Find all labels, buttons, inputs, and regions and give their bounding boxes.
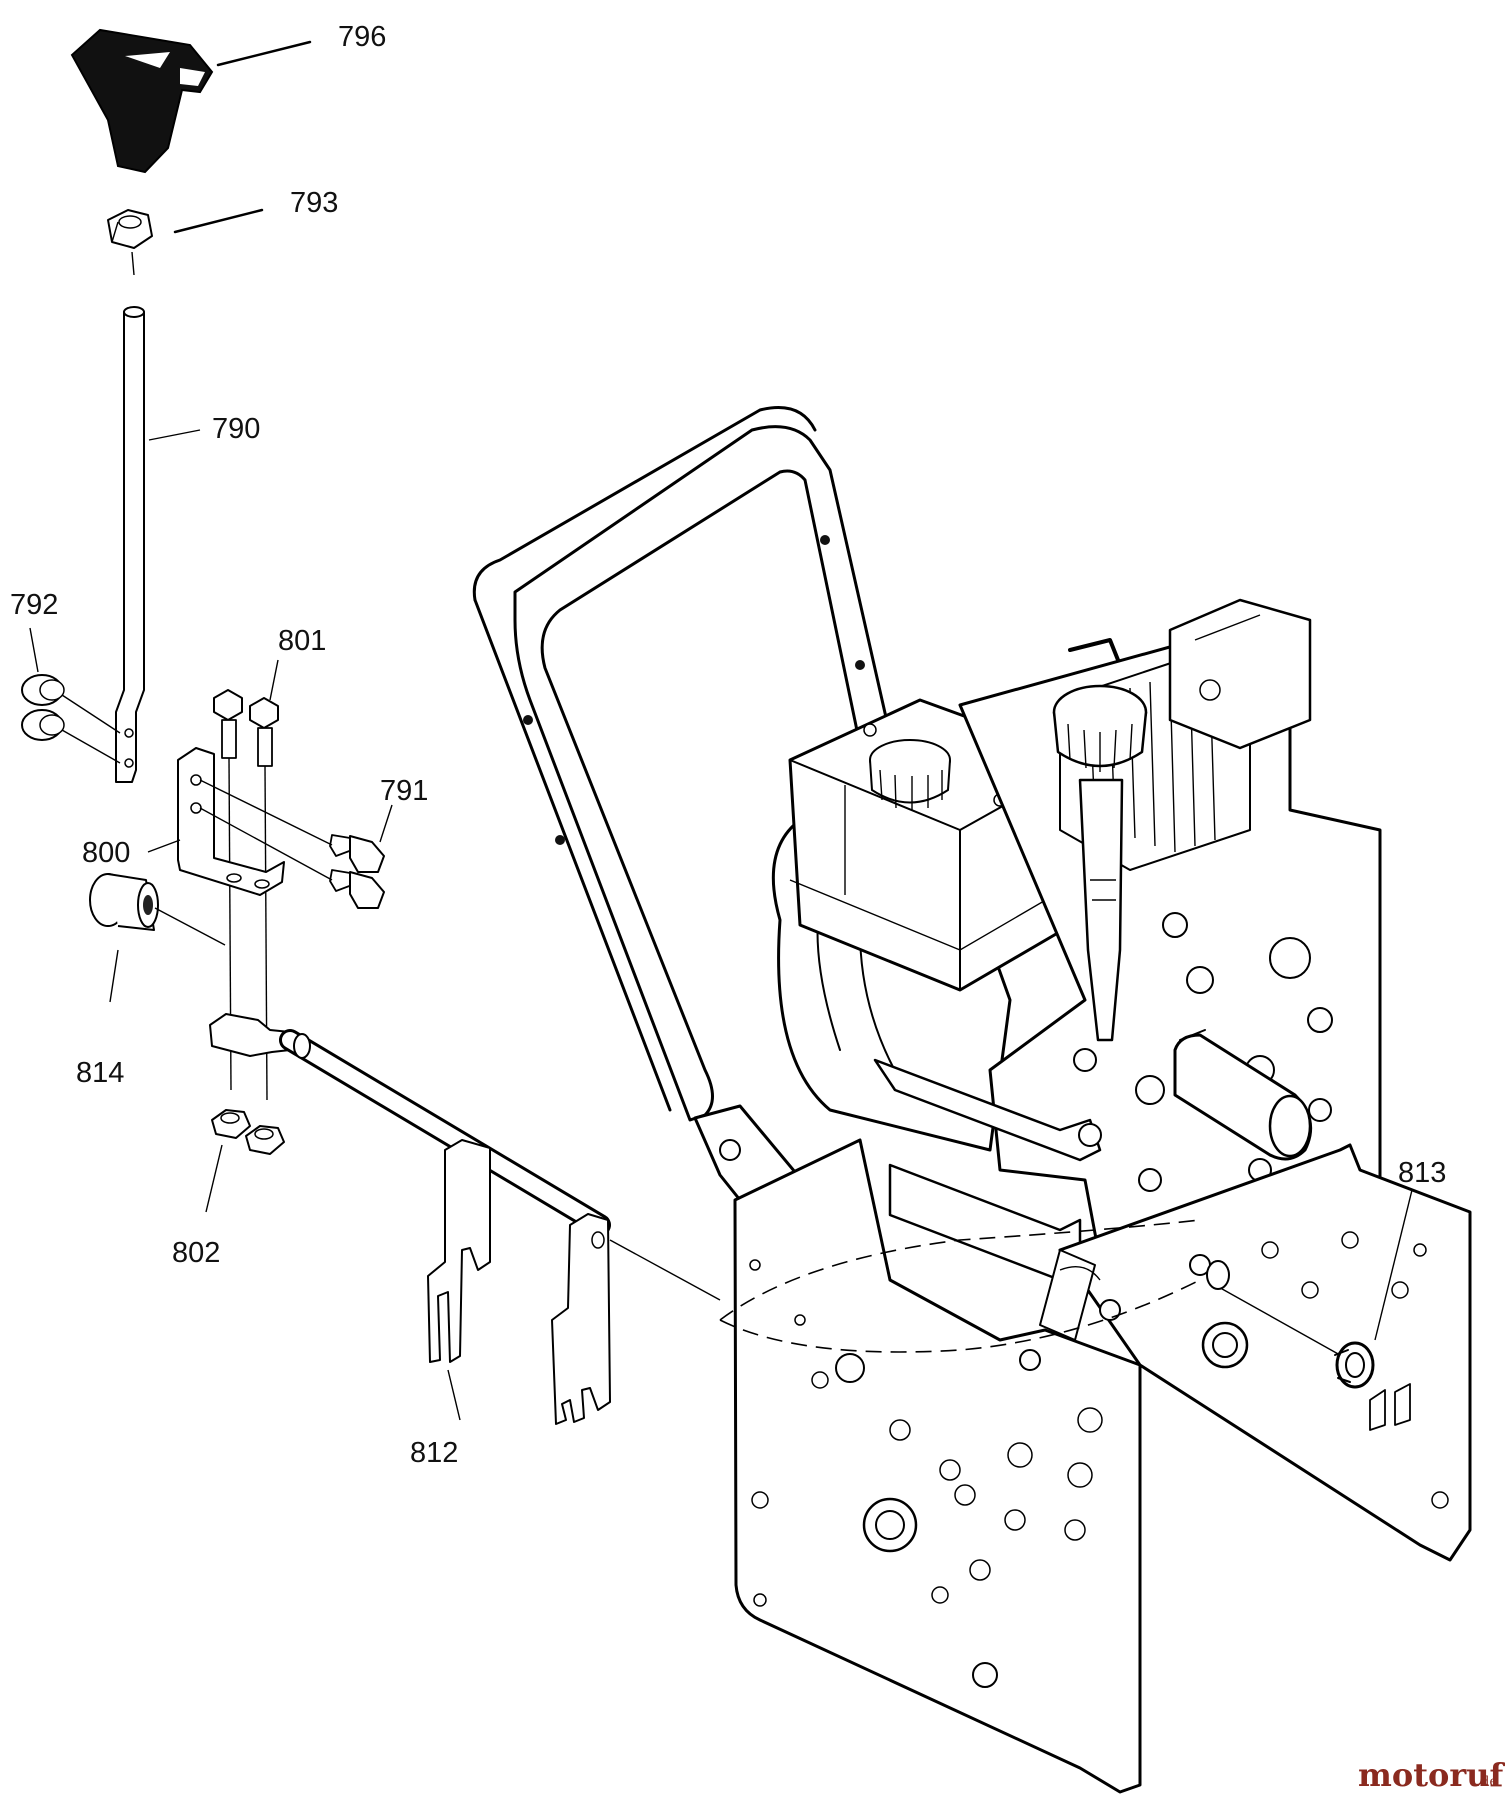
frame-plates xyxy=(719,1138,1472,1794)
label-814: 814 xyxy=(76,1057,124,1089)
bolts-791[interactable] xyxy=(329,834,385,909)
retaining-clip-813[interactable] xyxy=(1334,1341,1375,1389)
leader-792 xyxy=(29,627,39,673)
leader-802 xyxy=(205,1144,223,1213)
label-813: 813 xyxy=(1398,1157,1446,1189)
label-791: 791 xyxy=(380,775,428,807)
leader-801 xyxy=(269,659,279,701)
label-796: 796 xyxy=(338,21,386,53)
lock-nuts-792[interactable] xyxy=(21,674,65,741)
label-802: 802 xyxy=(172,1237,220,1269)
watermark: motoruf .de xyxy=(1358,1756,1505,1794)
leader-793 xyxy=(173,208,264,234)
label-812: 812 xyxy=(410,1437,458,1469)
hex-nut-793[interactable] xyxy=(107,209,153,249)
watermark-suffix: .de xyxy=(1476,1774,1498,1790)
engine-assembly xyxy=(771,598,1382,1291)
label-793: 793 xyxy=(290,187,338,219)
shift-knob-796[interactable] xyxy=(70,28,214,174)
leader-800 xyxy=(147,839,181,853)
leader-796 xyxy=(216,40,312,67)
shift-shaft-812[interactable] xyxy=(209,1013,611,1425)
label-800: 800 xyxy=(82,837,130,869)
label-790: 790 xyxy=(212,413,260,445)
label-792: 792 xyxy=(10,589,58,621)
leader-812 xyxy=(447,1369,461,1421)
leader-813 xyxy=(1374,1189,1413,1341)
leader-791 xyxy=(379,804,393,843)
label-801: 801 xyxy=(278,625,326,657)
leader-814 xyxy=(109,949,119,1003)
shift-bracket-800[interactable] xyxy=(177,747,285,896)
leader-790 xyxy=(148,429,201,441)
watermark-brand: motoruf xyxy=(1358,1756,1505,1794)
hex-nuts-802[interactable] xyxy=(211,1109,285,1155)
shift-rod-790[interactable] xyxy=(115,306,145,783)
bolts-801[interactable] xyxy=(213,689,279,767)
bushing-814[interactable] xyxy=(89,873,159,931)
